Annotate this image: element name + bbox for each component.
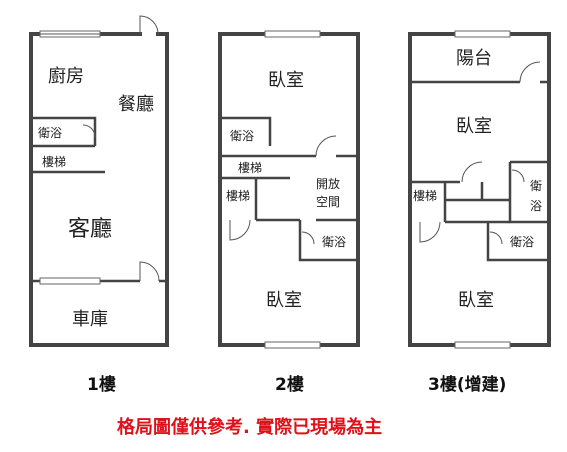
- room-bath-right-2: 浴: [530, 199, 542, 213]
- floor-1-label: 1樓: [87, 374, 116, 395]
- floor-2-label: 2樓: [275, 374, 304, 395]
- room-dining: 餐廳: [118, 94, 154, 115]
- disclaimer-note: 格局圖僅供參考. 實際已現場為主: [117, 416, 382, 438]
- floor-3-label: 3樓(增建): [428, 374, 506, 395]
- room-bath: 衛浴: [38, 126, 62, 140]
- floor-1-plan: 廚房 餐廳 衛浴 樓梯 客廳 車庫: [29, 15, 169, 347]
- room-bedroom-top: 臥室: [456, 116, 492, 137]
- room-bath-right: 衛浴: [322, 235, 346, 249]
- floor-3-plan: 陽台 臥室 樓梯 衛 浴 衛浴 臥室: [408, 30, 551, 349]
- room-stairs: 樓梯: [413, 188, 437, 203]
- room-bath-right-1: 衛: [530, 179, 542, 193]
- room-stairs-lower: 樓梯: [226, 188, 250, 203]
- room-stairs-upper: 樓梯: [238, 160, 262, 175]
- room-garage: 車庫: [72, 309, 108, 330]
- room-balcony: 陽台: [456, 48, 492, 69]
- room-bedroom-bottom: 臥室: [266, 290, 302, 311]
- room-bath-mid: 衛浴: [510, 235, 534, 249]
- room-living: 客廳: [68, 217, 112, 242]
- room-kitchen: 廚房: [48, 65, 84, 87]
- room-open-space-2: 空間: [316, 195, 340, 209]
- room-open-space-1: 開放: [316, 176, 340, 191]
- floor-2-plan: 臥室 衛浴 樓梯 樓梯 開放 空間 衛浴 臥室: [218, 30, 360, 349]
- room-bedroom-top: 臥室: [268, 70, 304, 91]
- room-bath-left: 衛浴: [230, 129, 254, 143]
- room-stairs: 樓梯: [42, 154, 66, 169]
- room-bedroom-bottom: 臥室: [458, 290, 494, 311]
